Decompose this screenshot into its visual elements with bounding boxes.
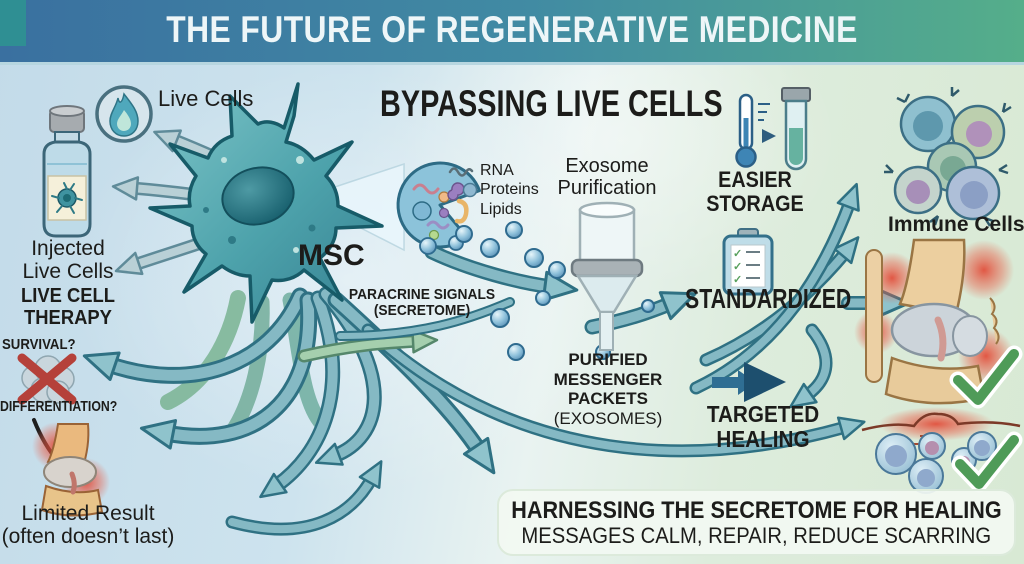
therapy-line2: THERAPY bbox=[24, 306, 112, 329]
purification-line2: Purification bbox=[557, 176, 657, 199]
check-glyph: ✓ bbox=[733, 248, 742, 260]
targeted-line1: TARGETED bbox=[706, 401, 820, 427]
vial-illustration bbox=[42, 105, 92, 238]
purification-funnel-illustration bbox=[570, 201, 644, 351]
storage-line2: STORAGE bbox=[706, 190, 804, 216]
targeted-healing-label: TARGETED HEALING bbox=[705, 402, 822, 452]
checkmark-wound-icon bbox=[951, 431, 1023, 493]
msc-cell-illustration bbox=[148, 82, 384, 324]
purification-line1: Exosome bbox=[565, 155, 649, 177]
storage-line1: EASIER bbox=[718, 167, 792, 192]
purified-line3: PACKETS bbox=[568, 389, 648, 409]
thermometer-icon bbox=[735, 93, 776, 168]
targeted-line2: HEALING bbox=[716, 425, 810, 452]
injected-line1: Injected bbox=[31, 237, 105, 260]
live-cells-flame-icon bbox=[95, 85, 153, 143]
rna-icon bbox=[448, 167, 474, 177]
survival-label: SURVIVAL? bbox=[2, 336, 76, 353]
title-banner: THE FUTURE OF REGENERATIVE MEDICINE bbox=[0, 0, 1024, 65]
protein-circle-icon bbox=[462, 182, 478, 198]
clipboard-icon: ✓ ✓ ✓ bbox=[722, 228, 774, 296]
injected-line2: Live Cells bbox=[22, 259, 114, 283]
legend-lipids-label: Lipids bbox=[480, 201, 522, 218]
limited-result-knee-illustration bbox=[32, 422, 110, 517]
paracrine-line2: (SECRETOME) bbox=[373, 302, 471, 320]
checkmark-knee-icon bbox=[949, 345, 1023, 409]
check-glyph: ✓ bbox=[733, 274, 742, 286]
storage-tube-icon bbox=[781, 87, 811, 171]
msc-label: MSC bbox=[298, 239, 365, 272]
limited-line1: Limited Result bbox=[21, 502, 155, 525]
purified-packets-label: PURIFIED MESSENGER PACKETS (EXOSOMES) bbox=[548, 350, 668, 428]
exosome-purification-label: Exosome Purification bbox=[541, 155, 673, 199]
bypassing-heading: BYPASSING LIVE CELLS bbox=[380, 83, 723, 124]
footer-line1: HARNESSING THE SECRETOME FOR HEALING bbox=[511, 496, 1002, 524]
lipid-icon bbox=[454, 198, 469, 224]
corner-accent bbox=[0, 0, 26, 46]
paracrine-signals-label: PARACRINE SIGNALS (SECRETOME) bbox=[343, 286, 501, 320]
immune-cells-label: Immune Cells bbox=[888, 213, 1024, 236]
therapy-line1: LIVE CELL bbox=[20, 285, 116, 307]
banner-edge bbox=[0, 62, 1024, 65]
targeted-double-arrow-icon bbox=[712, 362, 786, 402]
paracrine-line1: PARACRINE SIGNALS bbox=[348, 286, 496, 303]
live-cell-therapy-label: LIVE CELL THERAPY bbox=[11, 285, 125, 329]
footer-line2: MESSAGES CALM, REPAIR, REDUCE SCARRING bbox=[521, 522, 992, 548]
limited-result-label: Limited Result (often doesn’t last) bbox=[0, 502, 176, 548]
easier-storage-label: EASIER STORAGE bbox=[706, 168, 805, 216]
injected-live-cells-label: Injected Live Cells bbox=[10, 237, 126, 283]
legend-icons bbox=[447, 167, 478, 224]
live-cells-label: Live Cells bbox=[158, 86, 254, 111]
purified-line1: PURIFIED bbox=[568, 350, 648, 369]
footer-banner: HARNESSING THE SECRETOME FOR HEALING MES… bbox=[497, 489, 1016, 556]
protein-blob-icon bbox=[447, 182, 465, 201]
purified-line2: MESSENGER bbox=[553, 369, 663, 389]
legend-rna-label: RNA bbox=[480, 162, 514, 179]
differentiation-label: DIFFERENTIATION? bbox=[0, 398, 118, 415]
soft-highlight-2 bbox=[400, 0, 840, 290]
check-glyph: ✓ bbox=[733, 261, 742, 273]
purified-line4: (EXOSOMES) bbox=[553, 408, 663, 428]
legend-proteins-label: Proteins bbox=[480, 181, 539, 198]
limited-line2: (often doesn’t last) bbox=[1, 524, 175, 548]
page-title: THE FUTURE OF REGENERATIVE MEDICINE bbox=[166, 9, 858, 50]
arrow-tangle bbox=[82, 286, 866, 536]
standardized-label: STANDARDIZED bbox=[685, 283, 852, 314]
immune-cells-illustration bbox=[884, 87, 1012, 227]
survival-x-icon bbox=[17, 353, 77, 405]
